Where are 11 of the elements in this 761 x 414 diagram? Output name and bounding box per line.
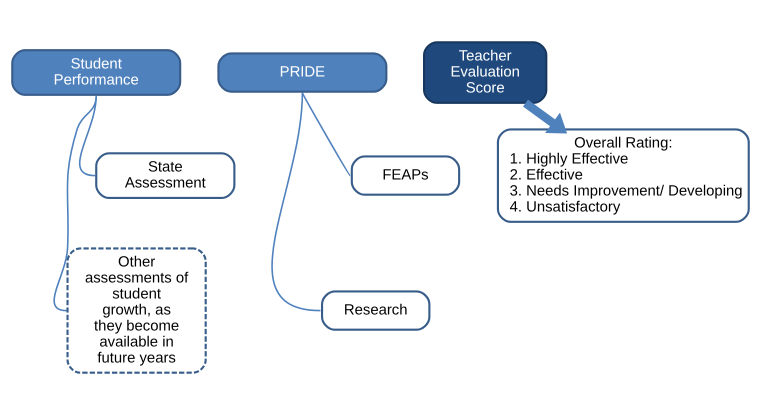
node-box: State Assessment: [95, 152, 236, 198]
node-box: PRIDE: [217, 52, 388, 92]
node-box: Overall Rating: 1. Highly Effective 2. Effective 3. Needs Improvement/ Developing 4. Unsatisfactory: [496, 128, 750, 222]
node-box: Student Performance: [11, 48, 182, 96]
node-box: Other assessments of student growth, as they become available in future years: [66, 246, 207, 374]
node-box: FEAPs: [350, 154, 460, 196]
node-box: Research: [320, 290, 430, 330]
connector: [302, 92, 351, 176]
arrow: [523, 99, 568, 133]
connector: [272, 92, 321, 311]
node-box: Teacher Evaluation Score: [423, 40, 548, 104]
